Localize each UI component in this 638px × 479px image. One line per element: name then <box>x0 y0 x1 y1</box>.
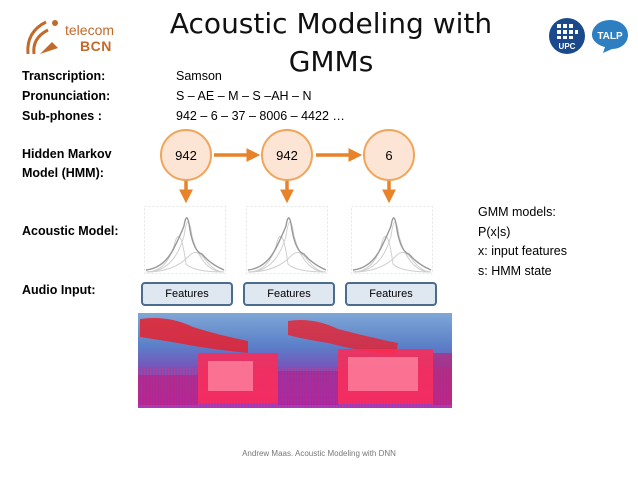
gmm-plot-2 <box>246 206 328 274</box>
logo-word-telecom: telecom <box>65 22 115 38</box>
pronunciation-label: Pronunciation: <box>22 89 111 103</box>
transcription-label: Transcription: <box>22 69 106 83</box>
talp-logo-text: TALP <box>597 31 623 42</box>
hmm-label-line2: Model (HMM): <box>22 166 104 180</box>
gmm-note-line: GMM models: <box>478 205 556 219</box>
gmm-plot-3 <box>351 206 433 274</box>
gmm-note-line: P(x|s) <box>478 224 511 239</box>
features-box-2: Features <box>243 282 335 306</box>
gmm-note-line: x: input features <box>478 244 567 258</box>
hmm-label-line1: Hidden Markov <box>22 147 112 161</box>
features-box-3: Features <box>345 282 437 306</box>
hmm-state-2: 942 <box>261 129 313 181</box>
upc-logo: UPC <box>549 18 585 54</box>
gmm-notes: GMM models: P(x|s) x: input features s: … <box>478 203 567 281</box>
talp-logo: TALP <box>592 20 628 53</box>
audio-spectrogram <box>138 313 452 408</box>
slide-footer: Andrew Maas. Acoustic Modeling with DNN <box>242 449 396 458</box>
logo-word-bcn: BCN <box>80 38 112 54</box>
hmm-state-3: 6 <box>363 129 415 181</box>
hmm-state-1: 942 <box>160 129 212 181</box>
subphones-value: 942 – 6 – 37 – 8006 – 4422 … <box>176 109 345 123</box>
antenna-icon <box>26 20 58 55</box>
telecom-bcn-logo: telecom BCN <box>22 14 122 64</box>
transcription-value: Samson <box>176 69 222 83</box>
audio-input-label: Audio Input: <box>22 283 96 297</box>
pronunciation-value: S – AE – M – S –AH – N <box>176 89 312 103</box>
gmm-plot-1 <box>144 206 226 274</box>
upc-logo-text: UPC <box>559 42 576 51</box>
features-box-1: Features <box>141 282 233 306</box>
gmm-note-line: s: HMM state <box>478 263 552 278</box>
subphones-label: Sub-phones : <box>22 109 102 123</box>
acoustic-model-label: Acoustic Model: <box>22 224 119 238</box>
slide-title: Acoustic Modeling with GMMs <box>169 7 493 78</box>
